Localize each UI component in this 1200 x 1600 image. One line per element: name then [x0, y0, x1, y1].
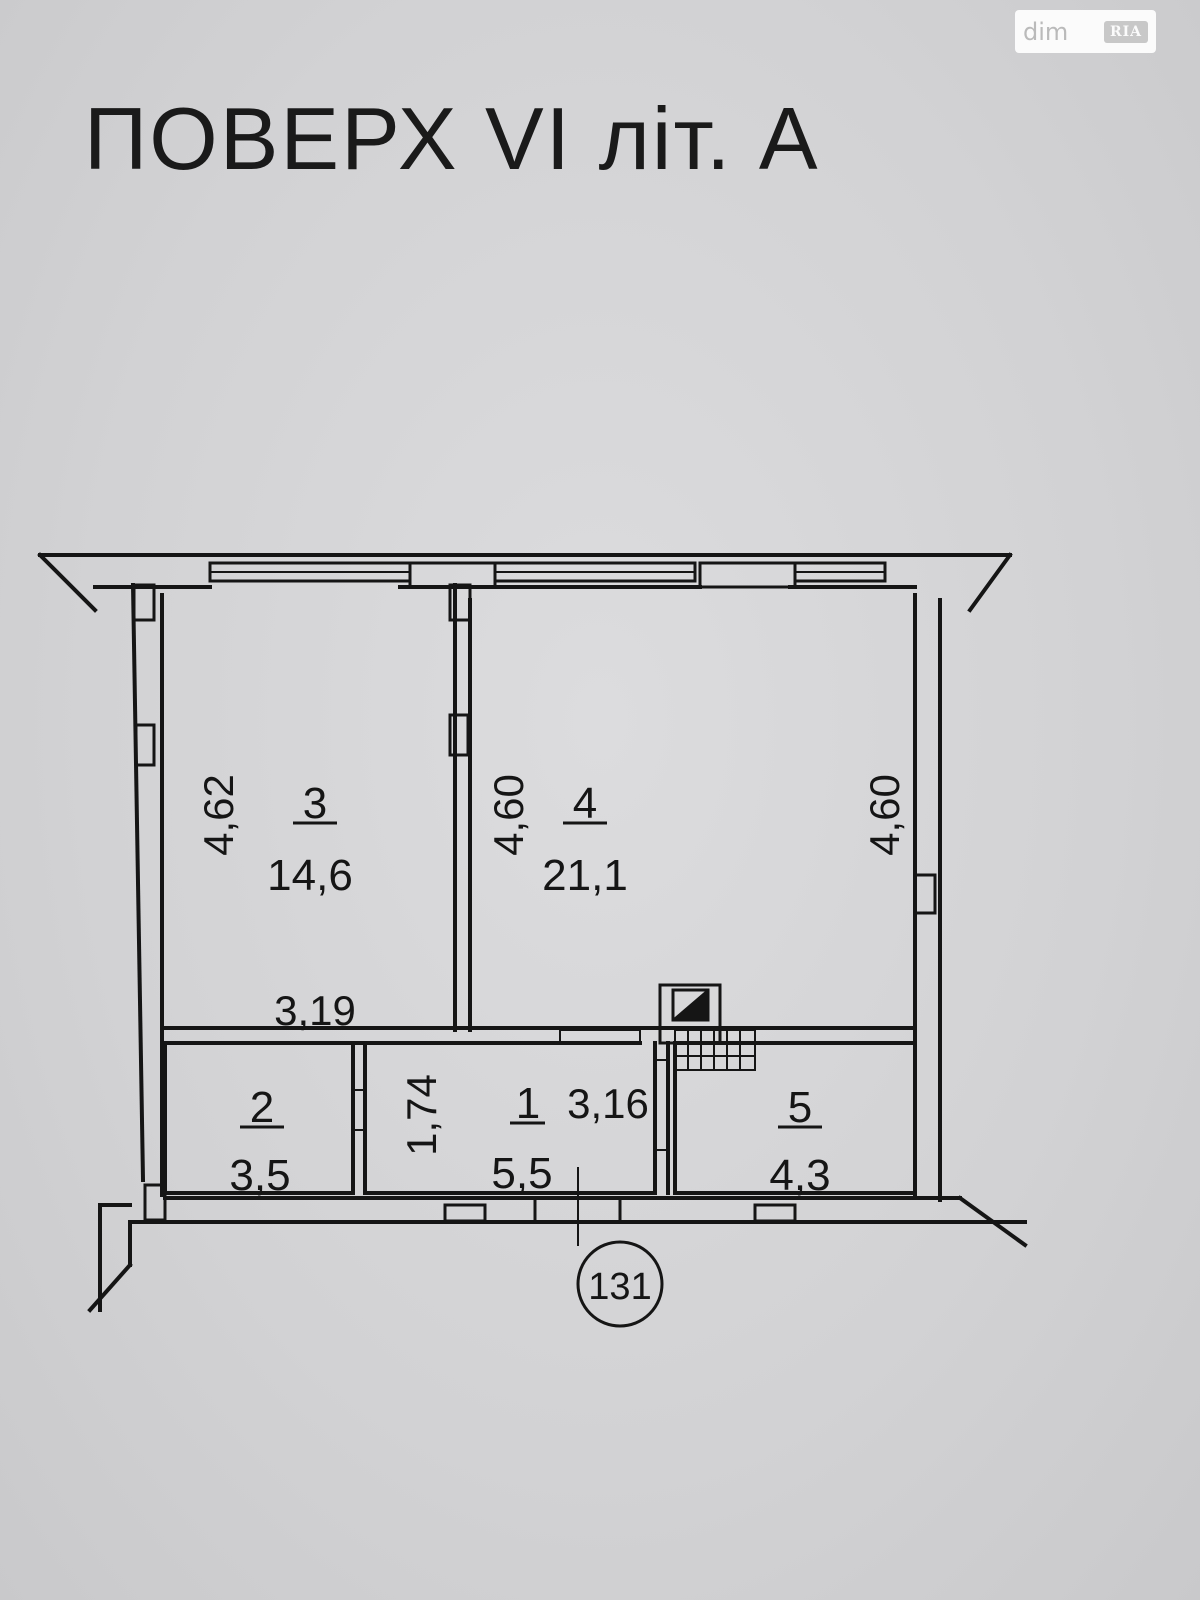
- room-1-width-dimension: 3,16: [567, 1080, 649, 1127]
- dimria-watermark: dim RIA: [1015, 10, 1156, 53]
- room-3-width-dimension: 3,19: [274, 987, 356, 1034]
- room-3-area: 14,6: [267, 851, 353, 900]
- partition-room3-room4: [448, 583, 472, 1032]
- room-4-area: 21,1: [542, 851, 628, 900]
- watermark-text: dim: [1023, 17, 1069, 46]
- room-4-number: 4: [573, 779, 597, 828]
- room-1-area: 5,5: [491, 1149, 552, 1198]
- section-marker-circle: [576, 1240, 664, 1328]
- ventilation-shaft: [658, 983, 722, 1045]
- room-2-number: 2: [250, 1083, 274, 1132]
- ventilation-grid: [674, 1029, 756, 1071]
- room-1-height-dimension: 1,74: [398, 1074, 445, 1156]
- watermark-badge: RIA: [1103, 20, 1148, 43]
- room-1-number: 1: [516, 1079, 540, 1128]
- room-4-height-right-dimension: 4,60: [861, 774, 908, 856]
- room-5-number: 5: [788, 1083, 812, 1132]
- room-5-area: 4,3: [769, 1151, 830, 1200]
- room-4-height-left-dimension: 4,60: [485, 774, 532, 856]
- bottom-exterior-wall: [87, 1195, 1028, 1313]
- floor-title: ПОВЕРХ VI літ. А: [84, 89, 820, 188]
- right-exterior-wall: [913, 593, 942, 1202]
- top-exterior-wall: [37, 552, 1013, 613]
- left-exterior-wall: [130, 582, 167, 1222]
- room-1-outline: [352, 1041, 670, 1195]
- section-marker-number: 131: [588, 1266, 651, 1308]
- room-5-outline: [673, 1041, 917, 1195]
- room-3-number: 3: [303, 779, 327, 828]
- room-2-area: 3,5: [229, 1151, 290, 1200]
- room-3-height-dimension: 4,62: [195, 774, 242, 856]
